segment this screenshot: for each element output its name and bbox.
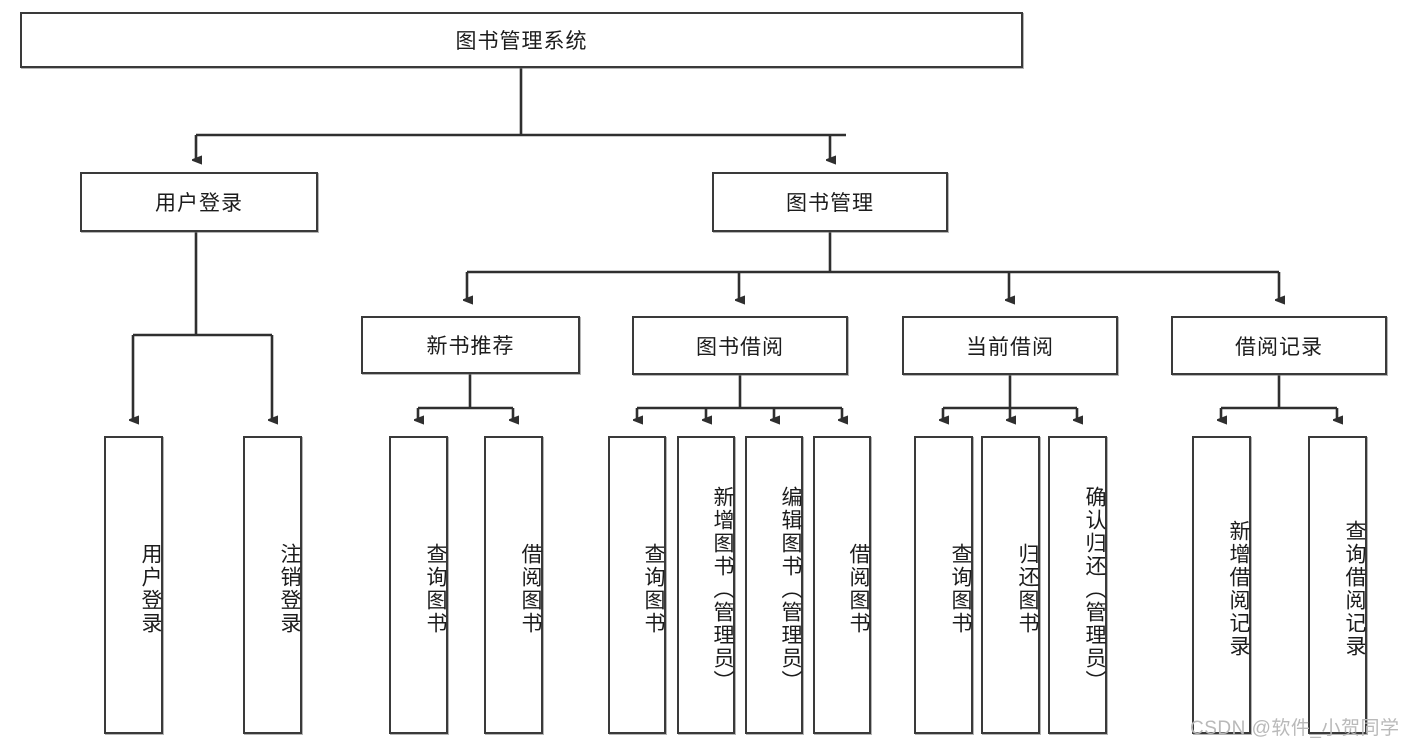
leaf-label: 用户登录 xyxy=(139,543,162,635)
node-book-borrow-label: 图书借阅 xyxy=(696,335,784,359)
leaf-label: 查询图书 xyxy=(424,543,447,635)
node-borrow-record[interactable]: 借阅记录 xyxy=(1171,316,1387,375)
leaf-label: 新增图书（管理员） xyxy=(711,485,734,693)
node-user-login[interactable]: 用户登录 xyxy=(80,172,318,232)
leaf-book-borrow-borrow-book[interactable]: 借阅图书 xyxy=(813,436,871,734)
leaf-new-book-borrow-book[interactable]: 借阅图书 xyxy=(484,436,543,734)
leaf-current-borrow-confirm-return-admin[interactable]: 确认归还（管理员） xyxy=(1048,436,1107,734)
leaf-book-borrow-edit-book-admin[interactable]: 编辑图书（管理员） xyxy=(745,436,803,734)
leaf-new-book-query-book[interactable]: 查询图书 xyxy=(389,436,448,734)
node-new-book-recommend-label: 新书推荐 xyxy=(426,335,515,358)
leaf-label: 查询图书 xyxy=(642,543,665,635)
node-book-management-label: 图书管理 xyxy=(786,192,874,215)
node-new-book-recommend[interactable]: 新书推荐 xyxy=(361,316,580,374)
node-current-borrow[interactable]: 当前借阅 xyxy=(902,316,1118,375)
csdn-watermark: CSDN @软件_小贺同学 xyxy=(1190,718,1400,739)
leaf-current-borrow-query-book[interactable]: 查询图书 xyxy=(914,436,973,734)
leaf-label: 归还图书 xyxy=(1016,543,1039,635)
node-book-borrow[interactable]: 图书借阅 xyxy=(632,316,848,375)
leaf-label: 编辑图书（管理员） xyxy=(779,485,802,693)
leaf-borrow-record-query-record[interactable]: 查询借阅记录 xyxy=(1308,436,1367,734)
leaf-current-borrow-return-book[interactable]: 归还图书 xyxy=(981,436,1040,734)
node-root-label: 图书管理系统 xyxy=(455,30,588,53)
leaf-label: 新增借阅记录 xyxy=(1227,520,1250,658)
leaf-label: 借阅图书 xyxy=(519,543,542,635)
node-borrow-record-label: 借阅记录 xyxy=(1235,335,1323,359)
leaf-user-login-login[interactable]: 用户登录 xyxy=(104,436,163,734)
leaf-label: 借阅图书 xyxy=(847,543,870,635)
node-root[interactable]: 图书管理系统 xyxy=(20,12,1023,68)
leaf-book-borrow-query-book[interactable]: 查询图书 xyxy=(608,436,666,734)
node-book-management[interactable]: 图书管理 xyxy=(712,172,948,232)
leaf-user-login-logout[interactable]: 注销登录 xyxy=(243,436,302,734)
leaf-label: 查询借阅记录 xyxy=(1343,520,1366,658)
leaf-label: 查询图书 xyxy=(949,543,972,635)
leaf-borrow-record-add-record[interactable]: 新增借阅记录 xyxy=(1192,436,1251,734)
node-current-borrow-label: 当前借阅 xyxy=(966,335,1054,359)
leaf-label: 注销登录 xyxy=(278,543,301,635)
leaf-label: 确认归还（管理员） xyxy=(1083,485,1106,693)
node-user-login-label: 用户登录 xyxy=(155,192,243,215)
leaf-book-borrow-add-book-admin[interactable]: 新增图书（管理员） xyxy=(677,436,735,734)
